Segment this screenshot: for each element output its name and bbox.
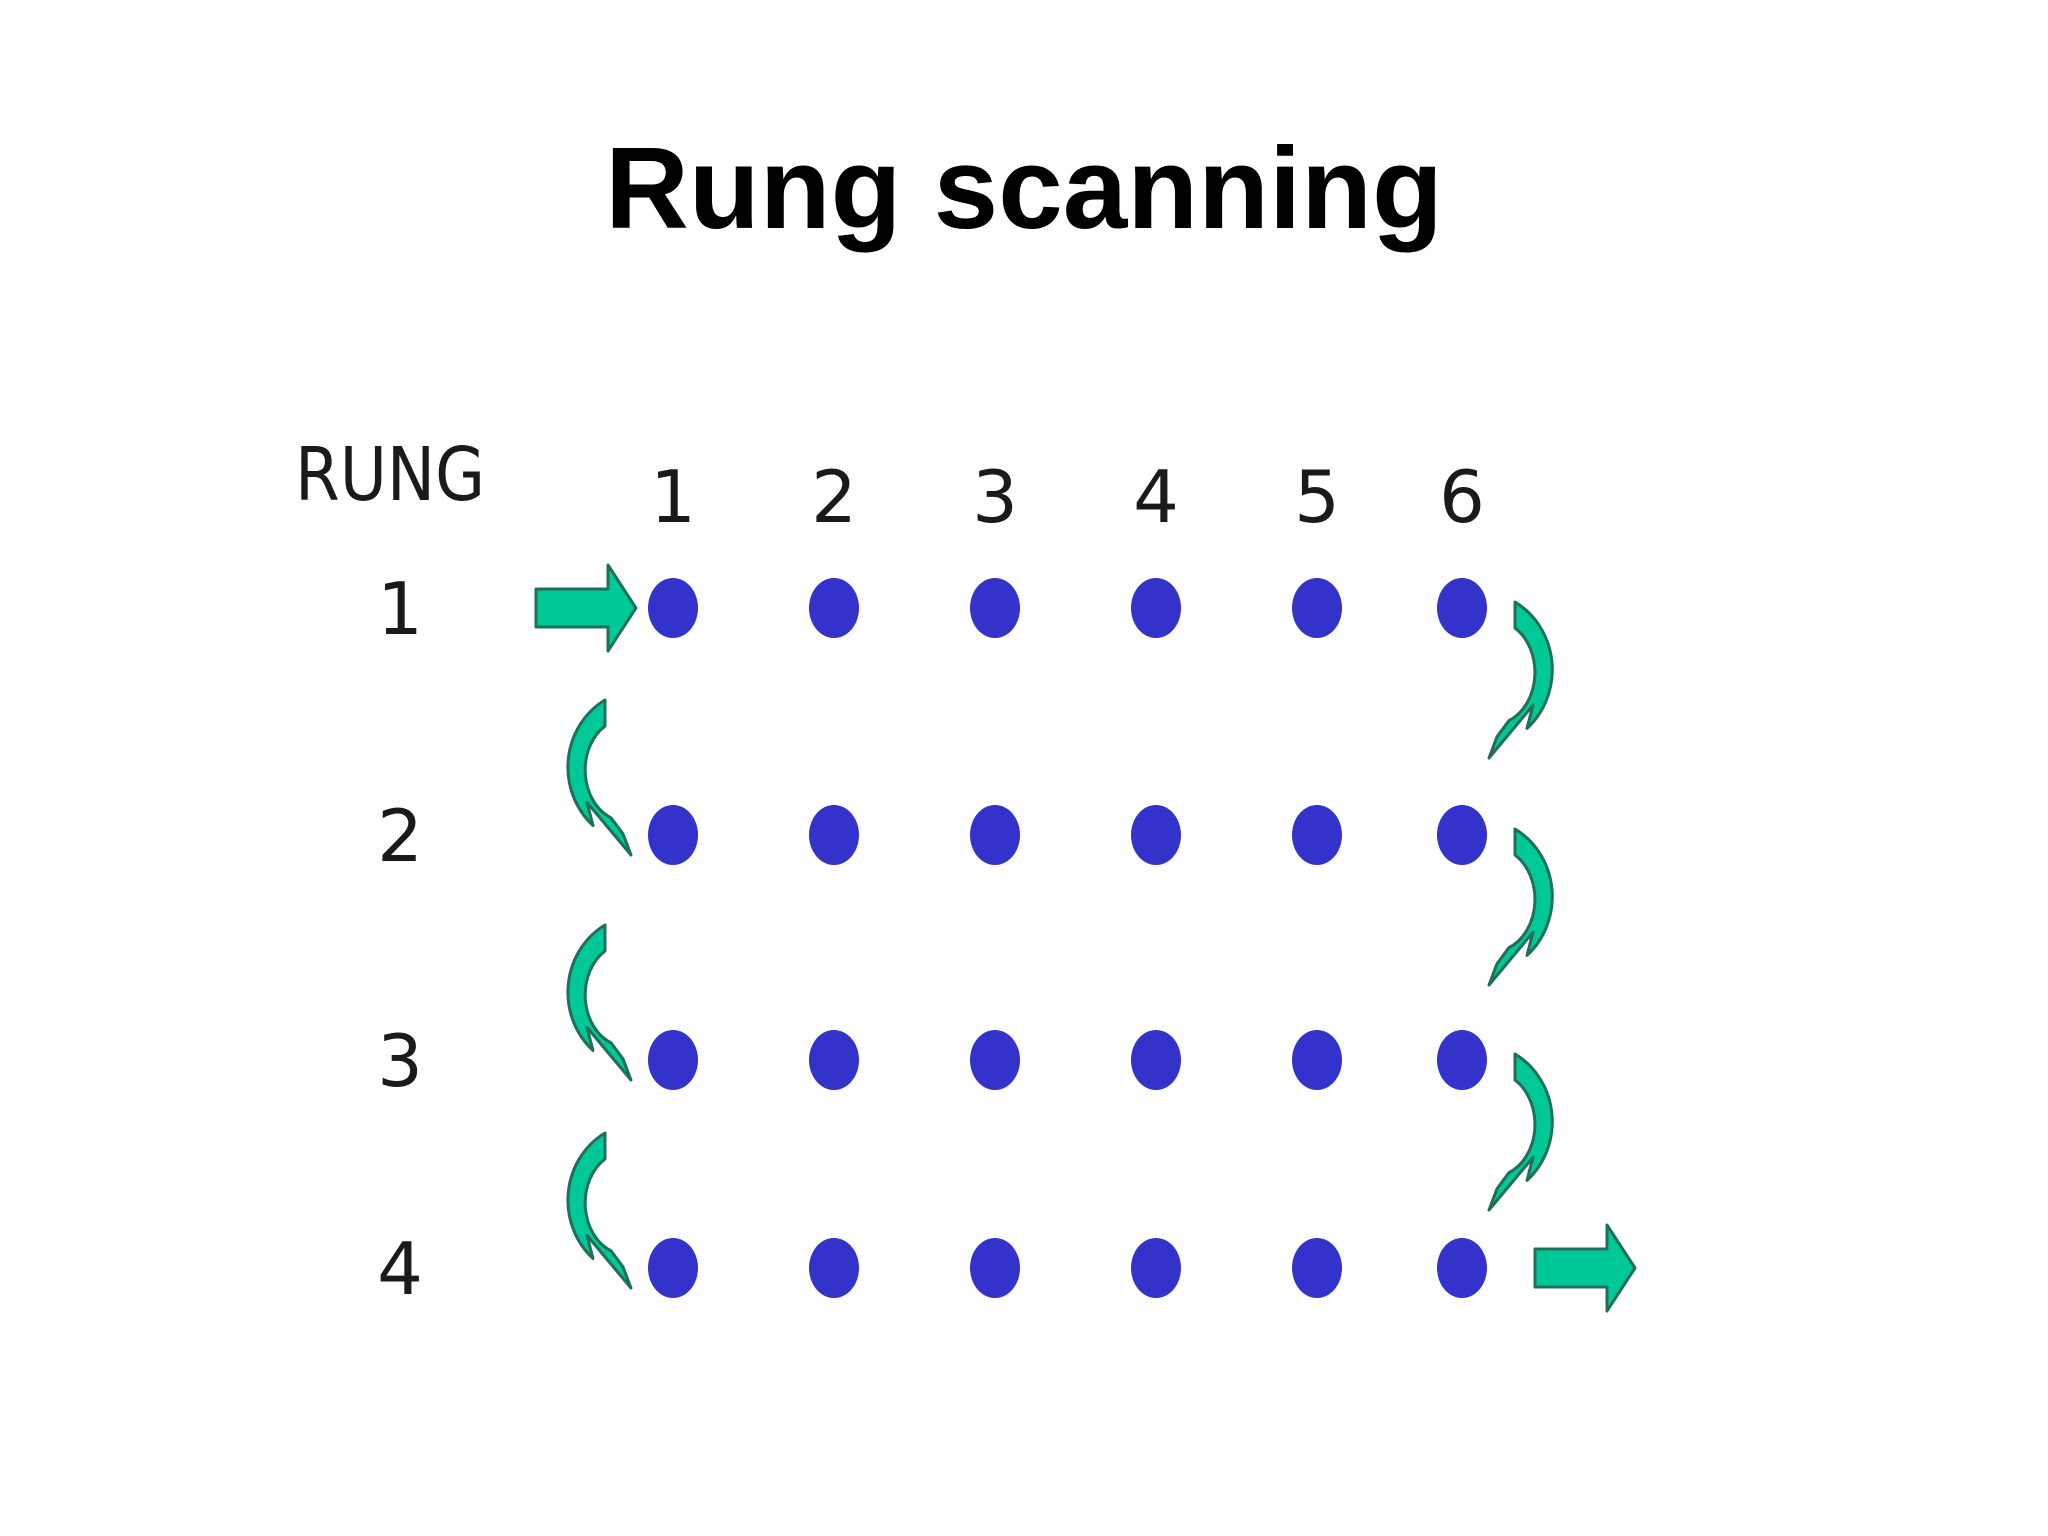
contact-dot-icon xyxy=(1292,578,1342,638)
curved-arrow-down-left-side-icon xyxy=(566,923,633,1082)
column-label: 4 xyxy=(1133,455,1179,539)
column-label: 6 xyxy=(1439,455,1485,539)
slide-title: Rung scanning xyxy=(605,123,1443,253)
contact-dot-icon xyxy=(970,1238,1020,1298)
contact-dot-icon xyxy=(809,578,859,638)
contact-dot-icon xyxy=(1437,1238,1487,1298)
contact-dot-icon xyxy=(648,578,698,638)
column-label: 2 xyxy=(811,455,857,539)
contact-dot-icon xyxy=(1292,805,1342,865)
curved-arrow-down-left-side-icon xyxy=(566,698,633,857)
curved-arrow-down-right-side-icon xyxy=(1487,600,1554,760)
column-label: 1 xyxy=(650,455,696,539)
column-label: 3 xyxy=(972,455,1018,539)
rung-labels: 1 2 3 4 xyxy=(377,567,423,1311)
rung-label: 3 xyxy=(377,1019,423,1103)
contact-dot-icon xyxy=(809,1238,859,1298)
scan-path-arrows xyxy=(534,563,1637,1313)
column-labels: 1 2 3 4 5 6 xyxy=(650,455,1485,539)
rung-label: 2 xyxy=(377,794,423,878)
contact-dot-icon xyxy=(1437,1030,1487,1090)
contact-dot-icon xyxy=(1131,1030,1181,1090)
curved-arrow-down-left-side-icon xyxy=(566,1131,633,1290)
contact-dot-icon xyxy=(809,805,859,865)
contact-dot-icon xyxy=(1292,1030,1342,1090)
contact-dot-icon xyxy=(648,1238,698,1298)
contact-dot-icon xyxy=(648,1030,698,1090)
contact-dot-icon xyxy=(970,1030,1020,1090)
contact-dot-icon xyxy=(1292,1238,1342,1298)
contact-dot-icon xyxy=(970,805,1020,865)
contact-dot-icon xyxy=(1437,805,1487,865)
contact-dot-icon xyxy=(809,1030,859,1090)
contact-dot-icon xyxy=(1131,1238,1181,1298)
column-label: 5 xyxy=(1294,455,1340,539)
curved-arrow-down-right-side-icon xyxy=(1487,1052,1554,1212)
contact-dot-icon xyxy=(970,578,1020,638)
right-arrow-icon xyxy=(534,563,638,653)
rung-label: 4 xyxy=(377,1227,423,1311)
contact-grid xyxy=(648,578,1487,1298)
right-arrow-icon xyxy=(1533,1223,1637,1313)
contact-dot-icon xyxy=(1131,578,1181,638)
rung-header-label: RUNG xyxy=(295,432,485,518)
contact-dot-icon xyxy=(1437,578,1487,638)
rung-label: 1 xyxy=(377,567,423,651)
curved-arrow-down-right-side-icon xyxy=(1487,827,1554,987)
contact-dot-icon xyxy=(648,805,698,865)
contact-dot-icon xyxy=(1131,805,1181,865)
